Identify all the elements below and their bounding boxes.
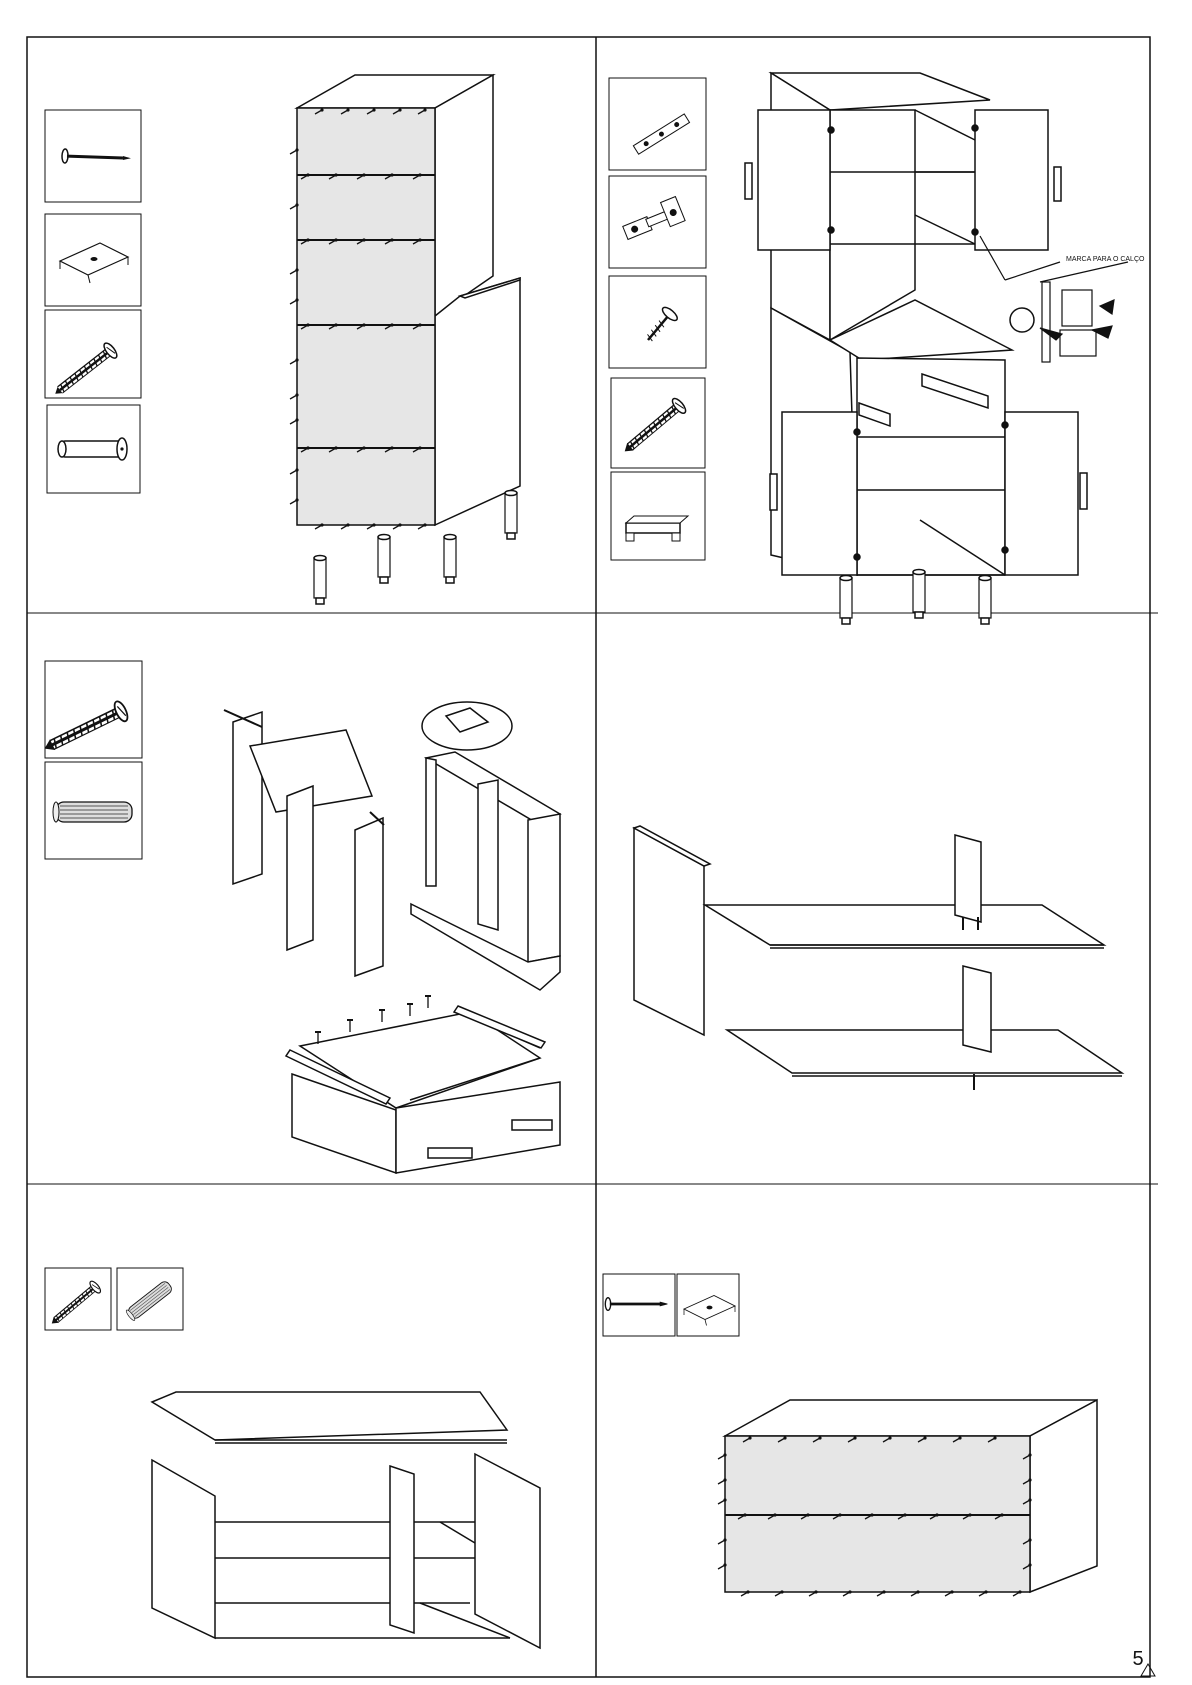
drawer-exploded-drawing	[224, 702, 560, 1173]
panel-lower-cabinet-back: 5	[603, 1274, 1144, 1670]
shelf-divider-drawing	[634, 826, 1122, 1090]
cabinet-foot-icon	[58, 438, 127, 460]
lower-cabinet-back-drawing	[725, 1400, 1097, 1592]
panel-upper-cabinet-back	[45, 75, 520, 604]
panel-shelf-divider-assembly	[634, 826, 1122, 1090]
step-number: 5	[1132, 1648, 1143, 1670]
cabinet-leg	[378, 535, 390, 584]
cabinet-leg	[444, 535, 456, 584]
drawer-screw	[407, 1004, 413, 1016]
drawer-screw	[425, 996, 431, 1008]
cabinet-leg	[913, 570, 925, 619]
hinge-callout-label: MARCA PARA O CALÇO	[1066, 256, 1145, 263]
wooden-dowel-icon	[53, 802, 132, 822]
cabinet-leg	[979, 576, 991, 625]
drawer-screw	[347, 1020, 353, 1032]
panel-lower-cabinet-assembly	[45, 1268, 540, 1648]
parts-row	[45, 1268, 183, 1330]
cabinet-leg	[505, 491, 517, 540]
lower-cabinet-drawing	[152, 1392, 540, 1648]
hinge-detail-callout	[980, 236, 1128, 362]
upper-cabinet-drawing	[297, 75, 520, 604]
parts-column	[41, 661, 142, 859]
cabinet-leg	[314, 556, 326, 605]
parts-row	[603, 1274, 739, 1336]
corner-cabinet-drawing	[745, 73, 1087, 624]
drawer-screw	[379, 1010, 385, 1022]
panel-door-hinge-installation: MARCA PARA O CALÇO	[609, 73, 1145, 624]
cabinet-leg	[840, 576, 852, 625]
parts-column	[45, 110, 141, 493]
parts-column	[609, 78, 706, 560]
panel-drawer-assembly	[41, 661, 560, 1173]
